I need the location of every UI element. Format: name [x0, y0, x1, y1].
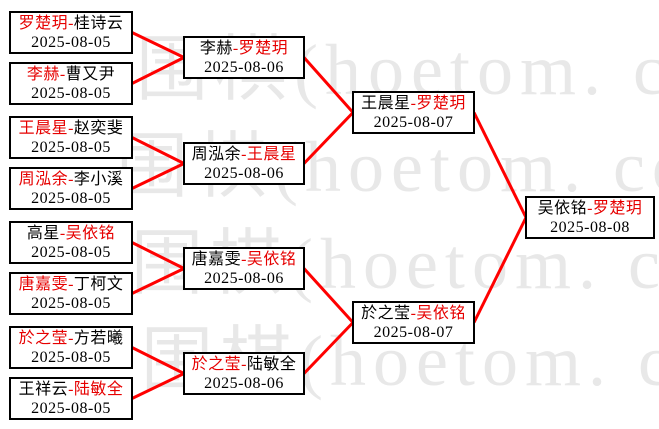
match-date: 2025-08-05: [31, 139, 111, 156]
separator: -: [59, 225, 66, 242]
player1-name: 於之莹: [361, 305, 411, 322]
player2-name: 丁柯文: [73, 276, 124, 293]
match-players: 吴依铭-罗楚玥: [527, 199, 653, 218]
match-round2-1: 李赫-罗楚玥 2025-08-06: [183, 36, 305, 79]
player1-name: 王晨星: [361, 95, 411, 112]
player2-name: 李小溪: [73, 171, 124, 188]
match-date: 2025-08-06: [204, 165, 284, 182]
match-final: 吴依铭-罗楚玥 2025-08-08: [525, 196, 655, 239]
match-date: 2025-08-05: [31, 34, 111, 51]
player1-name: 李赫: [199, 40, 233, 57]
match-players: 李赫-罗楚玥: [185, 39, 303, 58]
match-players: 王晨星-赵奕斐: [11, 119, 131, 138]
match-round1-6: 唐嘉雯-丁柯文 2025-08-05: [9, 272, 133, 315]
match-date: 2025-08-06: [204, 59, 284, 76]
match-date: 2025-08-07: [373, 114, 454, 131]
player1-name: 周泓余: [18, 171, 69, 188]
match-players: 於之莹-方若曦: [11, 329, 131, 348]
player2-name: 赵奕斐: [73, 120, 124, 137]
match-date: 2025-08-05: [31, 400, 111, 417]
player1-name: 王祥云: [18, 381, 69, 398]
separator: -: [241, 356, 247, 373]
separator: -: [68, 381, 74, 398]
match-round1-8: 王祥云-陆敏全 2025-08-05: [9, 377, 133, 420]
match-date: 2025-08-08: [550, 219, 630, 236]
player2-name: 方若曦: [73, 330, 124, 347]
match-date: 2025-08-07: [373, 324, 454, 341]
player1-name: 於之莹: [191, 356, 242, 373]
player1-name: 罗楚玥: [18, 15, 69, 32]
match-round2-2: 周泓余-王晨星 2025-08-06: [183, 142, 305, 185]
player2-name: 吴依铭: [246, 251, 297, 268]
match-date: 2025-08-05: [31, 349, 111, 366]
separator: -: [587, 200, 593, 217]
player2-name: 罗楚玥: [416, 95, 466, 112]
match-players: 王晨星-罗楚玥: [354, 94, 473, 113]
player2-name: 陆敏全: [73, 381, 124, 398]
separator: -: [68, 120, 74, 137]
player1-name: 於之莹: [18, 330, 69, 347]
separator: -: [68, 15, 74, 32]
player2-name: 桂诗云: [73, 15, 124, 32]
separator: -: [68, 171, 74, 188]
player1-name: 唐嘉雯: [191, 251, 242, 268]
match-players: 高星-吴依铭: [11, 224, 131, 243]
player1-name: 吴依铭: [537, 200, 588, 217]
match-players: 唐嘉雯-吴依铭: [185, 250, 303, 269]
match-players: 罗楚玥-桂诗云: [11, 14, 131, 33]
match-date: 2025-08-06: [204, 375, 284, 392]
player2-name: 吴依铭: [65, 225, 116, 242]
match-players: 於之莹-陆敏全: [185, 355, 303, 374]
match-date: 2025-08-05: [31, 244, 111, 261]
separator: -: [68, 330, 74, 347]
match-round1-4: 周泓余-李小溪 2025-08-05: [9, 167, 133, 210]
player1-name: 王晨星: [18, 120, 69, 137]
match-round2-3: 唐嘉雯-吴依铭 2025-08-06: [183, 247, 305, 290]
match-date: 2025-08-05: [31, 190, 111, 207]
player2-name: 吴依铭: [416, 305, 466, 322]
match-players: 周泓余-王晨星: [185, 145, 303, 164]
match-round1-7: 於之莹-方若曦 2025-08-05: [9, 326, 133, 369]
player1-name: 周泓余: [191, 146, 242, 163]
player2-name: 罗楚玥: [592, 200, 643, 217]
player2-name: 王晨星: [246, 146, 297, 163]
match-round1-1: 罗楚玥-桂诗云 2025-08-05: [9, 11, 133, 54]
match-players: 王祥云-陆敏全: [11, 380, 131, 399]
separator: -: [59, 66, 66, 83]
match-semifinal-2: 於之莹-吴依铭 2025-08-07: [352, 301, 475, 344]
match-players: 周泓余-李小溪: [11, 170, 131, 189]
match-round2-4: 於之莹-陆敏全 2025-08-06: [183, 352, 305, 395]
match-date: 2025-08-05: [31, 85, 111, 102]
player2-name: 曹又尹: [65, 66, 116, 83]
separator: -: [68, 276, 74, 293]
player1-name: 李赫: [26, 66, 60, 83]
player1-name: 高星: [26, 225, 60, 242]
player1-name: 唐嘉雯: [18, 276, 69, 293]
match-date: 2025-08-05: [31, 295, 111, 312]
separator: -: [232, 40, 239, 57]
player2-name: 陆敏全: [246, 356, 297, 373]
separator: -: [410, 95, 417, 112]
match-round1-2: 李赫-曹又尹 2025-08-05: [9, 62, 133, 105]
match-date: 2025-08-06: [204, 270, 284, 287]
match-semifinal-1: 王晨星-罗楚玥 2025-08-07: [352, 91, 475, 134]
match-players: 於之莹-吴依铭: [354, 304, 473, 323]
separator: -: [241, 251, 247, 268]
player2-name: 罗楚玥: [238, 40, 289, 57]
match-players: 唐嘉雯-丁柯文: [11, 275, 131, 294]
match-round1-3: 王晨星-赵奕斐 2025-08-05: [9, 116, 133, 159]
match-round1-5: 高星-吴依铭 2025-08-05: [9, 221, 133, 264]
separator: -: [241, 146, 247, 163]
match-players: 李赫-曹又尹: [11, 65, 131, 84]
separator: -: [410, 305, 417, 322]
